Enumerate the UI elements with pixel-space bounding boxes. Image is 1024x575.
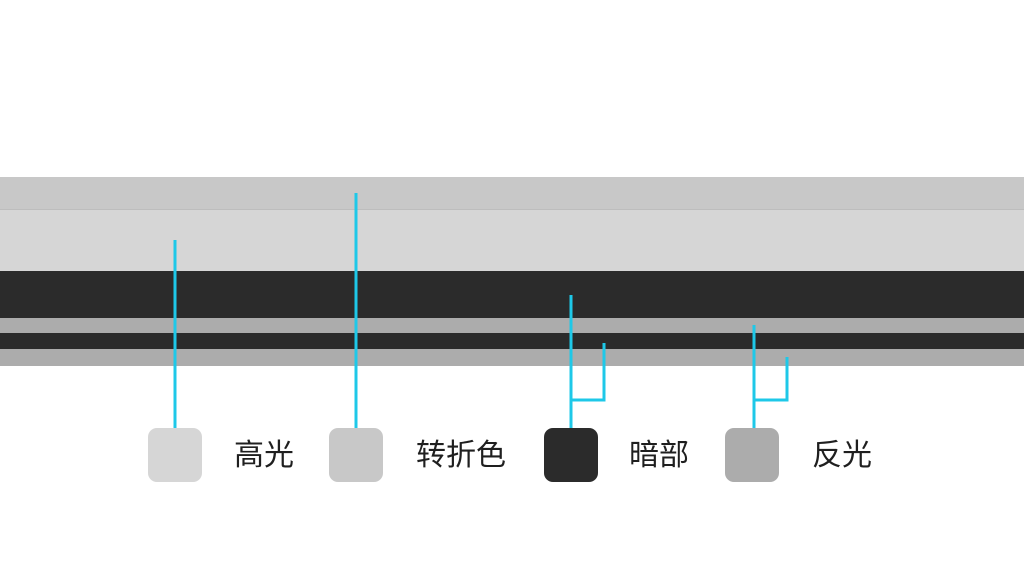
- band-shadow-wide: [0, 271, 1024, 318]
- legend-label-highlight: 高光: [234, 438, 294, 473]
- band-reflected-lower: [0, 349, 1024, 366]
- band-turning-top: [0, 177, 1024, 210]
- legend-swatch-highlight: [148, 428, 202, 482]
- band-reflected-upper: [0, 318, 1024, 333]
- legend-label-turning: 转折色: [416, 438, 506, 473]
- band-shadow-narrow: [0, 333, 1024, 349]
- band-separator: [0, 209, 1024, 210]
- band-highlight: [0, 210, 1024, 271]
- legend-swatch-reflected: [725, 428, 779, 482]
- legend-label-reflected: 反光: [812, 438, 872, 473]
- legend-swatch-shadow: [544, 428, 598, 482]
- legend-label-shadow: 暗部: [629, 438, 689, 473]
- legend-swatch-turning: [329, 428, 383, 482]
